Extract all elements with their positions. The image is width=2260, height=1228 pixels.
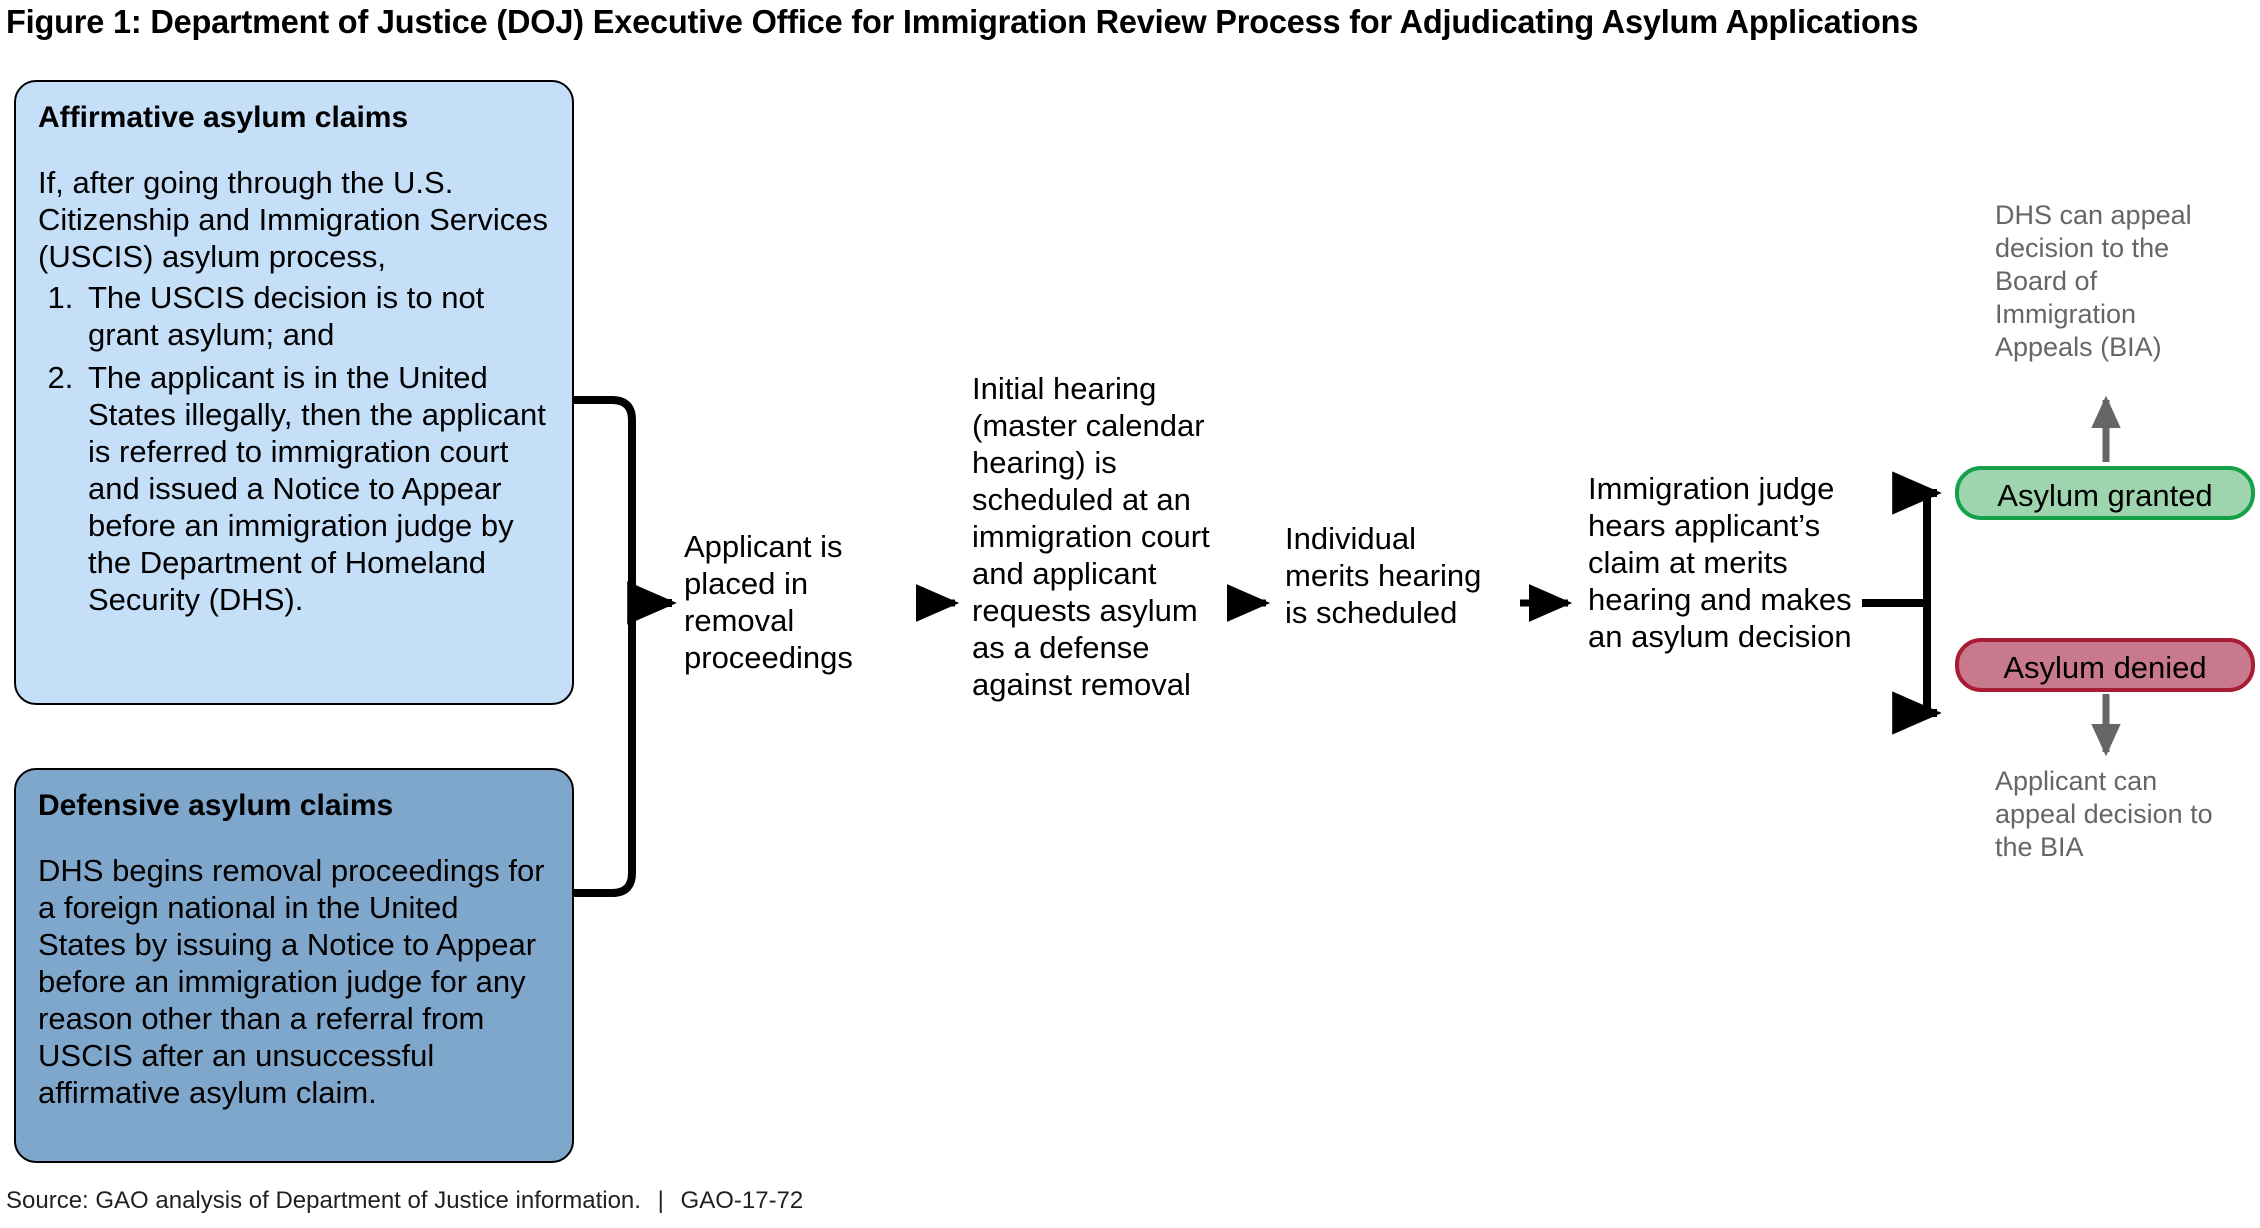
process-step-judge-decision: Immigration judge hears applicant’s clai… <box>1588 471 1852 654</box>
source-footer: Source: GAO analysis of Department of Ju… <box>6 1186 803 1216</box>
source-text: Source: GAO analysis of Department of Ju… <box>6 1187 641 1214</box>
connector-defensive-to-removal <box>574 599 660 897</box>
outcome-asylum-denied: Asylum denied <box>1955 638 2255 692</box>
report-id: GAO-17-72 <box>680 1187 804 1214</box>
connector-affirmative-to-removal <box>574 396 660 607</box>
defensive-heading: Defensive asylum claims <box>38 789 394 822</box>
note-applicant-appeal: Applicant can appeal decision to the BIA <box>1995 766 2213 862</box>
note-dhs-appeal: DHS can appeal decision to the Board of … <box>1995 200 2192 362</box>
process-step-individual-merits: Individual merits hearing is scheduled <box>1285 521 1482 630</box>
affirmative-intro-text: If, after going through the U.S. Citizen… <box>38 165 548 274</box>
affirmative-asylum-claims-box: Affirmative asylum claims If, after goin… <box>14 80 574 705</box>
affirmative-condition-list: The USCIS decision is to not grant asylu… <box>38 279 550 618</box>
outcome-asylum-granted: Asylum granted <box>1955 466 2255 520</box>
affirmative-heading: Affirmative asylum claims <box>38 101 409 134</box>
page-title: Figure 1: Department of Justice (DOJ) Ex… <box>6 3 1919 40</box>
source-separator: | <box>657 1187 664 1214</box>
list-item: The USCIS decision is to not grant asylu… <box>82 279 550 353</box>
list-item: The applicant is in the United States il… <box>82 359 550 618</box>
defensive-body-text: DHS begins removal proceedings for a for… <box>38 853 545 1110</box>
defensive-asylum-claims-box: Defensive asylum claims DHS begins remov… <box>14 768 574 1163</box>
process-step-removal: Applicant is placed in removal proceedin… <box>684 529 853 675</box>
process-step-initial-hearing: Initial hearing (master calendar hearing… <box>972 371 1210 702</box>
